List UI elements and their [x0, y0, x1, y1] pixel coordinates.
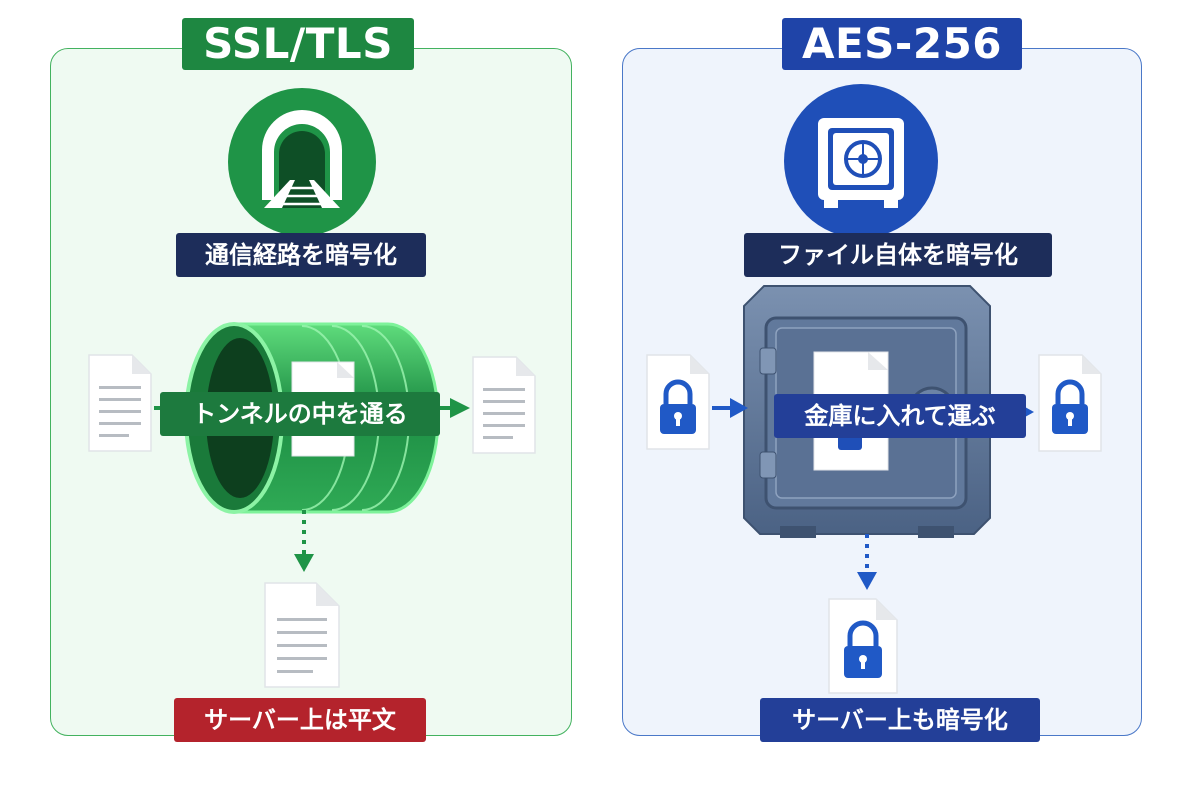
aes-arrow-right-icon [712, 398, 748, 418]
aes-title: AES-256 [782, 18, 1022, 70]
ssl-dest-document-icon [472, 356, 536, 454]
aes-subtitle: ファイル自体を暗号化 [744, 233, 1052, 277]
safe-icon [784, 84, 938, 238]
aes-source-locked-document-icon [646, 354, 710, 450]
aes-result-label: サーバー上も暗号化 [760, 698, 1040, 742]
aes-arrow-down-icon [857, 534, 877, 590]
aes-dest-locked-document-icon [1038, 354, 1102, 452]
ssl-subtitle: 通信経路を暗号化 [176, 233, 426, 277]
aes-server-locked-document-icon [828, 598, 898, 694]
ssl-arrow-down-icon [294, 510, 314, 572]
tunnel-icon [228, 88, 376, 236]
ssl-source-document-icon [88, 354, 152, 452]
ssl-server-document-icon [264, 582, 340, 688]
ssl-flow-label: トンネルの中を通る [160, 392, 440, 436]
ssl-result-label: サーバー上は平文 [174, 698, 426, 742]
ssl-title: SSL/TLS [182, 18, 414, 70]
aes-flow-label: 金庫に入れて運ぶ [774, 394, 1026, 438]
